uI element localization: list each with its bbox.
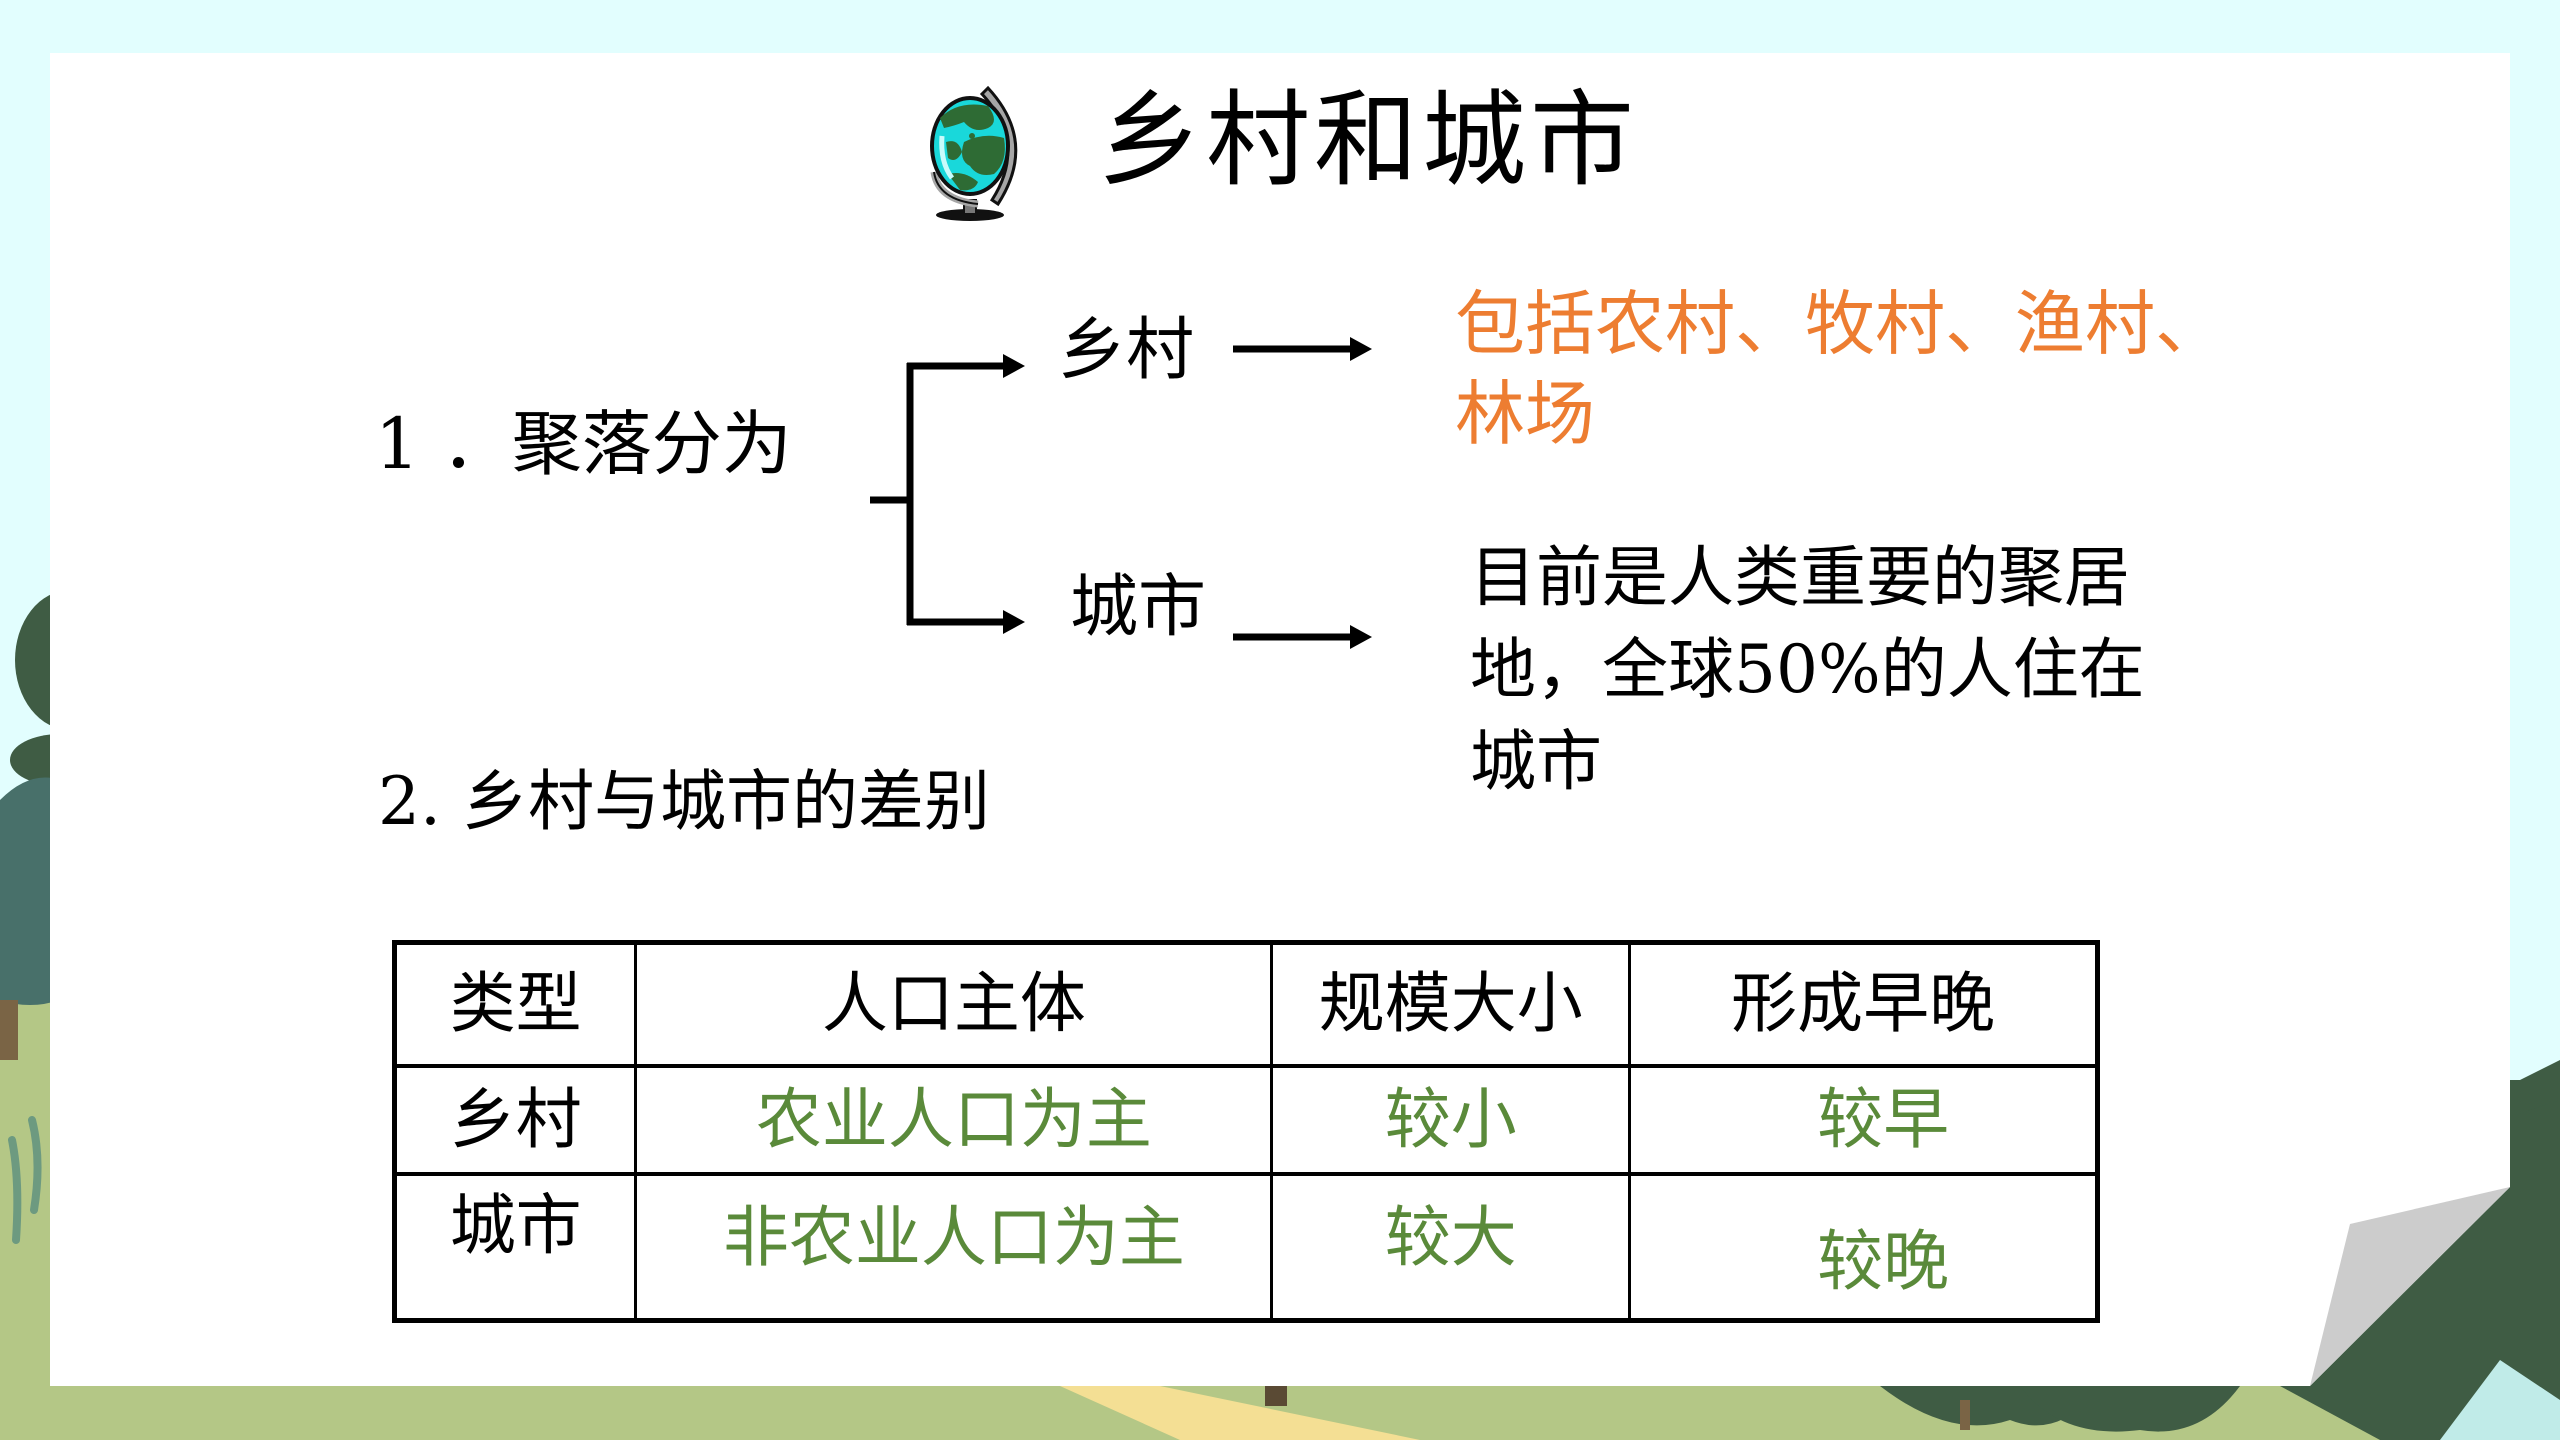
rural-description: 包括农村、牧村、渔村、 林场: [1455, 279, 2225, 459]
rural-description-line: 林场: [1455, 373, 1595, 455]
table-header-cell: 人口主体: [634, 941, 1274, 1068]
branch-rural-label: 乡村: [1058, 311, 1195, 390]
table-header-cell: 规模大小: [1270, 941, 1632, 1068]
urban-description-line: 目前是人类重要的聚居: [1470, 539, 2130, 616]
table-header-cell: 类型: [392, 941, 638, 1068]
page-title: 乡村和城市: [1098, 79, 1639, 201]
table-cell: 较晚: [1628, 1172, 2099, 1322]
comparison-table: 类型 人口主体 规模大小 形成早晚 乡村 农业人口为主 较小 较早 城市 非农业…: [392, 940, 2100, 1323]
table-header-cell: 形成早晚: [1628, 941, 2099, 1068]
table-header-row: 类型 人口主体 规模大小 形成早晚: [392, 941, 2099, 1068]
table-cell: 非农业人口为主: [634, 1172, 1274, 1322]
urban-description-line: 地，全球50%的人住在: [1470, 631, 2145, 708]
table-cell-type: 乡村: [392, 1064, 638, 1176]
table-cell: 较小: [1270, 1064, 1632, 1176]
rural-description-line: 包括农村、牧村、渔村、: [1455, 283, 2225, 365]
urban-description-line: 城市: [1470, 723, 1602, 800]
urban-description: 目前是人类重要的聚居 地，全球50%的人住在 城市: [1470, 532, 2145, 808]
table-cell: 农业人口为主: [634, 1064, 1274, 1176]
table-row: 乡村 农业人口为主 较小 较早: [392, 1064, 2099, 1176]
table-cell: 较大: [1270, 1172, 1632, 1322]
globe-icon: [930, 85, 1018, 221]
page-curl: [2310, 1187, 2510, 1386]
branch-urban-label: 城市: [1070, 568, 1207, 647]
table-row: 城市 非农业人口为主 较大 较晚: [392, 1172, 2099, 1322]
table-cell: 较早: [1628, 1064, 2099, 1176]
section1-label: 1 ．聚落分为: [375, 403, 792, 485]
table-cell-type: 城市: [392, 1172, 638, 1322]
section2-label: 2. 乡村与城市的差别: [378, 763, 990, 840]
